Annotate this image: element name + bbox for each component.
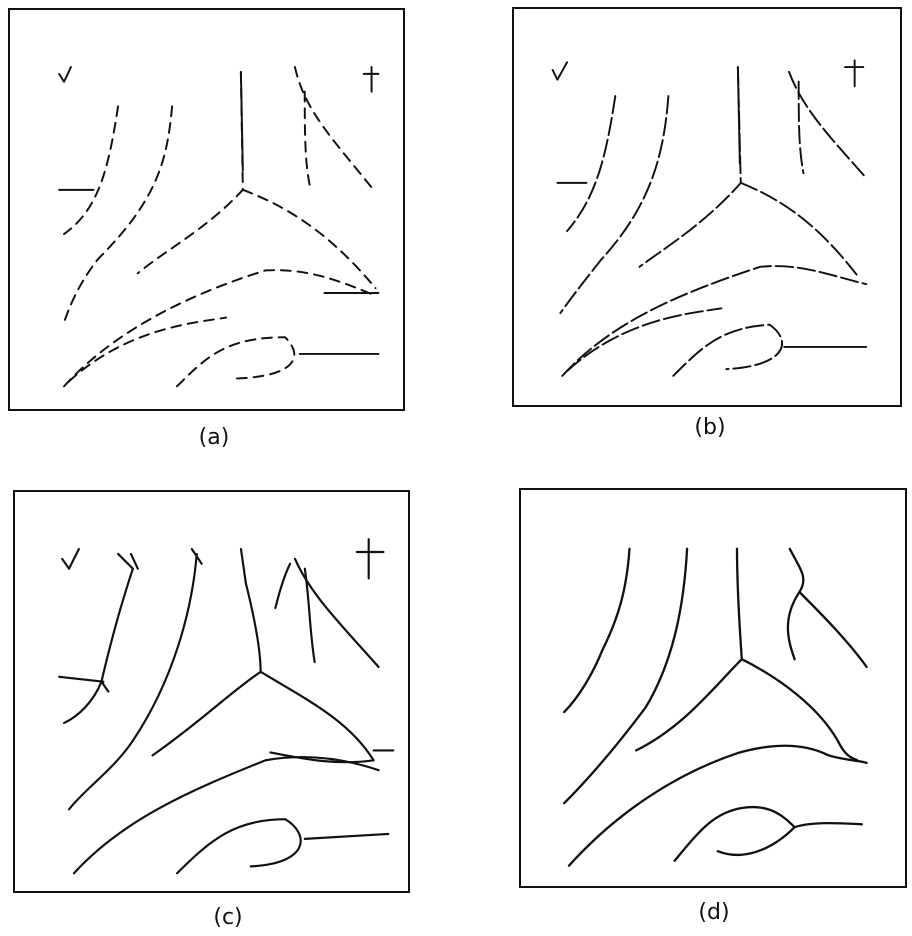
caption-a: (a) [184, 425, 244, 450]
panel-d [519, 488, 907, 888]
panel-c [13, 490, 410, 893]
panel-a [8, 8, 405, 411]
panel-a-drawing [10, 10, 403, 409]
panel-b-drawing [514, 9, 900, 405]
panel-d-drawing [521, 490, 905, 886]
caption-b: (b) [680, 415, 740, 440]
panel-b [512, 7, 902, 407]
caption-c: (c) [198, 905, 258, 930]
panel-c-drawing [15, 492, 408, 891]
caption-d: (d) [684, 900, 744, 925]
